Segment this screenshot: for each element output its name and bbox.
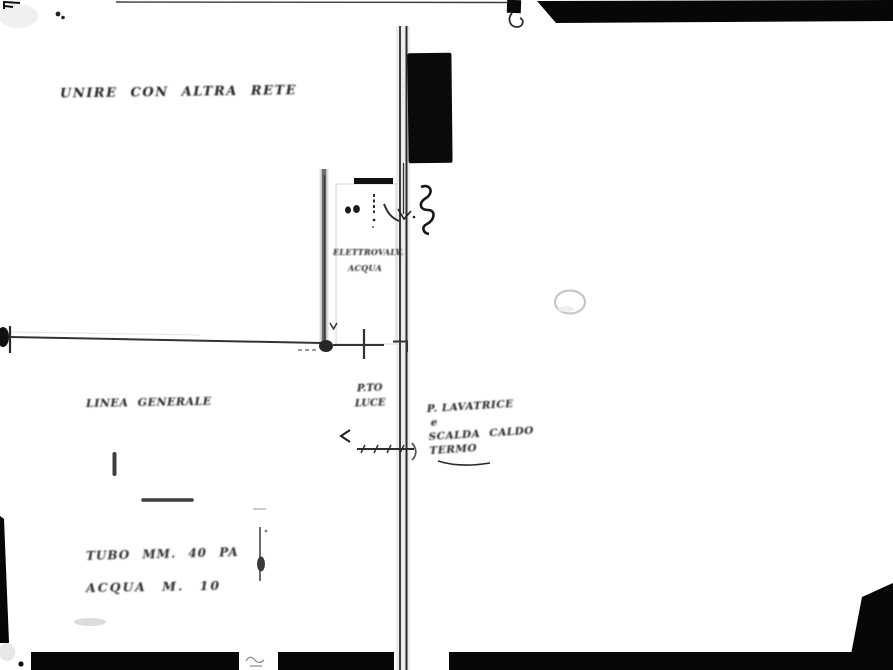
label-scribble	[419, 184, 435, 236]
ghost-line	[9, 331, 201, 336]
ink-dot	[55, 11, 61, 17]
junction-knot	[319, 340, 333, 352]
light-point-line2: LUCE	[354, 397, 386, 410]
meter-box-label: ELETTROVALV. ACQUA	[333, 244, 404, 276]
faint-circle	[553, 289, 587, 315]
scan-border-left-sliver	[0, 516, 9, 652]
junction-lines	[8, 322, 408, 359]
box-mark	[353, 205, 360, 213]
hatch-tick	[399, 444, 405, 454]
left-edge-nub	[0, 327, 9, 347]
faint-smudge	[558, 306, 574, 312]
hatch-tick	[360, 444, 366, 454]
meter-box-line1: ELETTROVALV.	[333, 247, 404, 257]
scan-border-corner-wedge	[848, 583, 893, 670]
ink-dot	[372, 218, 376, 222]
pipe-stub	[393, 340, 408, 352]
hatch-tick	[386, 444, 392, 454]
light-point-label: P.TO LUCE	[343, 380, 396, 412]
dim-knot	[257, 556, 265, 572]
right-note-label: P. LAVATRICE e SCALDA CALDO TERMO	[426, 394, 564, 458]
ink-dot	[61, 15, 65, 20]
main-pipe	[396, 26, 410, 670]
main-horizontal-line	[9, 336, 323, 344]
meter-box-line2: ACQUA	[348, 263, 382, 273]
pipe-elbow	[411, 442, 417, 461]
ink-dot	[412, 215, 416, 219]
corner-glyph	[3, 0, 21, 9]
notch-smudge	[0, 643, 15, 661]
boiler-unit	[397, 52, 453, 236]
ink-dot	[372, 226, 374, 228]
branch-curve	[383, 203, 400, 222]
light-point-connection	[339, 429, 417, 461]
top-edge-line	[115, 1, 509, 4]
arrow-tip	[397, 208, 412, 221]
hatch-tick	[373, 444, 379, 454]
boiler-rect	[407, 52, 453, 164]
top-center-blob	[506, 0, 522, 14]
underline-flourish	[437, 460, 491, 466]
chevron-mark	[339, 429, 351, 443]
top-note-label: UNIRE CON ALTRA RETE	[59, 83, 298, 102]
top-center-scribble	[508, 12, 524, 28]
scan-notch-center	[239, 650, 278, 670]
v-tick	[329, 322, 338, 331]
main-line-label: LINEA GENERALE	[85, 394, 212, 411]
corner-smudge	[0, 4, 38, 28]
pencil-marks	[112, 289, 587, 581]
scan-border-top-right	[537, 0, 893, 23]
notch-scribble	[245, 656, 265, 667]
bottom-note-line2: ACQUA M. 10	[85, 577, 222, 596]
box-mark	[345, 206, 351, 214]
bottom-smudge	[74, 618, 106, 626]
ink-dot	[264, 529, 268, 533]
notch-dot	[18, 661, 24, 667]
